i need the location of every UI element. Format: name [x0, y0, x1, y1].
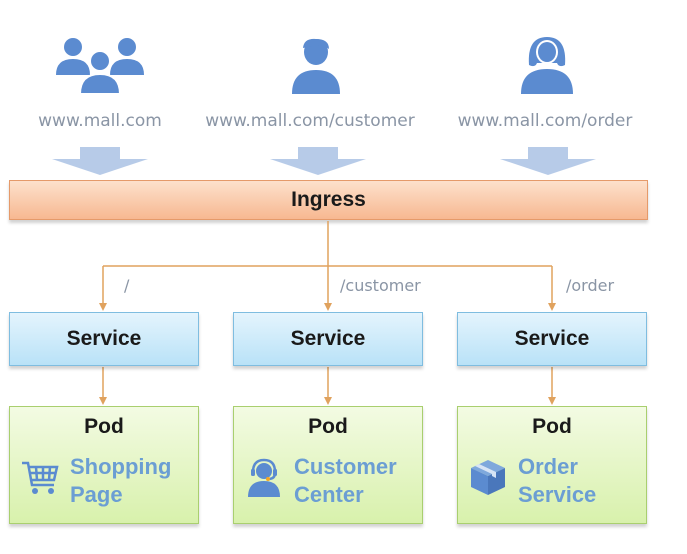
package-box-icon: [471, 460, 505, 495]
pod-label-line: Page: [70, 482, 123, 507]
pod-label-line: Order: [518, 454, 578, 479]
pod-label-line: Center: [294, 482, 364, 507]
client-url: www.mall.com: [38, 111, 162, 131]
route-label: /: [124, 276, 130, 295]
route-label: /order: [566, 276, 615, 295]
headset-agent-icon: [248, 458, 280, 497]
service-box: Service: [457, 312, 647, 366]
ingress-box: Ingress: [9, 180, 648, 220]
pod-label: Shopping Page: [70, 453, 195, 509]
user-group-icon: [56, 38, 144, 95]
pod-box: Pod Order Service: [457, 406, 647, 524]
pod-label: Customer Center: [294, 453, 419, 509]
pod-box: Pod Shopping Page: [9, 406, 199, 524]
pod-title: Pod: [532, 415, 572, 438]
client-url: www.mall.com/order: [457, 111, 633, 131]
incoming-arrow: [500, 147, 596, 175]
client-url: www.mall.com/customer: [205, 111, 415, 131]
pod-title: Pod: [308, 415, 348, 438]
incoming-arrow: [270, 147, 366, 175]
user-male-icon: [292, 38, 340, 94]
service-box: Service: [233, 312, 423, 366]
pod-box: Pod Customer Center: [233, 406, 423, 524]
pod-label-line: Customer: [294, 454, 397, 479]
pod-label: Order Service: [518, 453, 643, 509]
pod-label-line: Shopping: [70, 454, 172, 479]
service-box: Service: [9, 312, 199, 366]
pod-title: Pod: [84, 415, 124, 438]
route-label: /customer: [340, 276, 421, 295]
shopping-cart-icon: [22, 461, 59, 494]
user-female-icon: [521, 37, 573, 94]
pod-label-line: Service: [518, 482, 597, 507]
incoming-arrow: [52, 147, 148, 175]
